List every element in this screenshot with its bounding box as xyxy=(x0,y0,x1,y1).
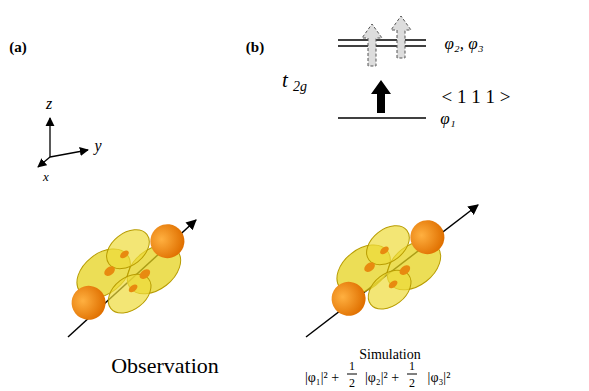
formula-term: |φ₁|² + xyxy=(305,371,339,385)
axes xyxy=(38,118,88,167)
fraction-bar xyxy=(347,374,357,375)
fraction-denominator: 2 xyxy=(409,377,415,389)
panel-label: (b) xyxy=(246,40,264,55)
fraction-denominator: 2 xyxy=(349,377,355,389)
fraction-numerator: 1 xyxy=(349,360,355,372)
density-observed xyxy=(54,204,201,340)
orbital-set-subscript: 2g xyxy=(293,80,307,94)
electron-arrows xyxy=(362,16,411,113)
axis-name: x xyxy=(43,170,49,183)
fraction-numerator: 1 xyxy=(409,360,415,372)
direction-label: < 1 1 1 > xyxy=(442,87,511,106)
panel-label: (a) xyxy=(9,40,27,55)
orbital-set: t xyxy=(282,70,288,91)
axis-name: z xyxy=(46,96,52,112)
caption-text: Observation xyxy=(111,355,219,377)
orbital-name: φ₂, φ₃ xyxy=(444,35,483,52)
energy-levels xyxy=(338,40,426,118)
density-simulated xyxy=(314,200,461,336)
formula-term: |φ₃|² xyxy=(428,371,451,385)
orbital-name: φ₁ xyxy=(440,110,455,127)
formula-term: |φ₂|² + xyxy=(365,371,399,385)
axis-name: y xyxy=(94,138,101,154)
fraction-bar xyxy=(407,374,417,375)
